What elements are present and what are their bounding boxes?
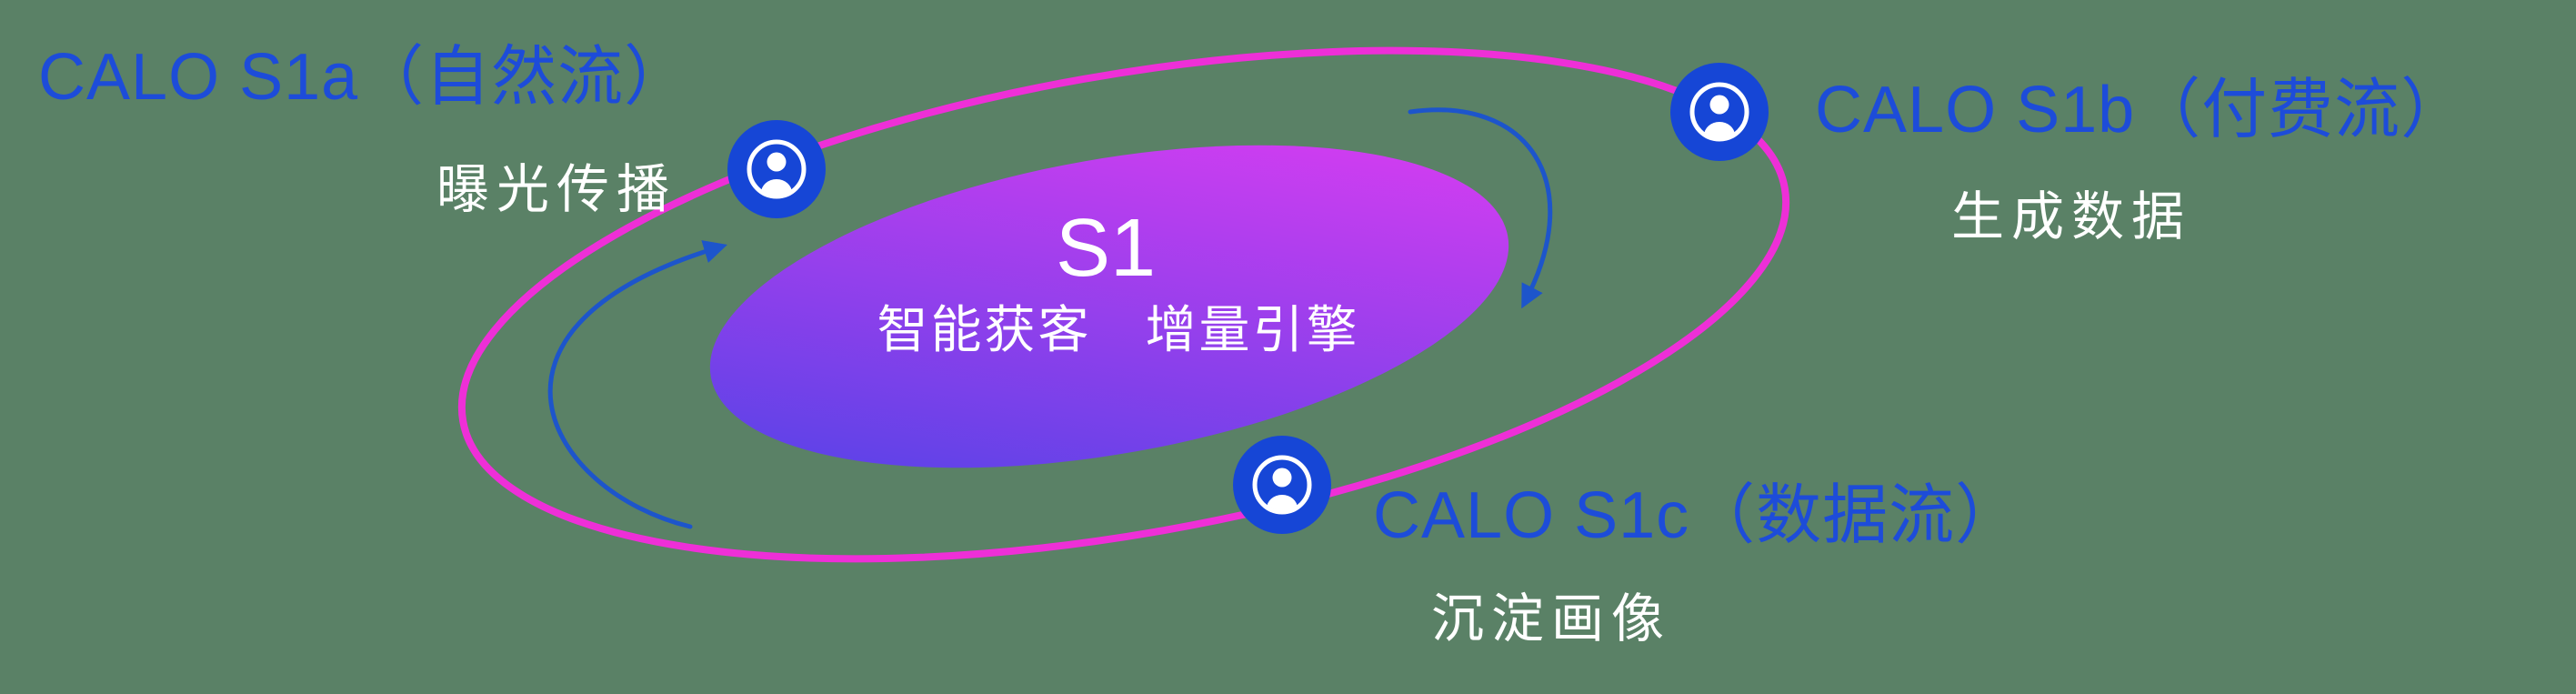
node-title-s1c: CALO S1c（数据流） <box>1373 479 2022 552</box>
core-subtitle: 智能获客 增量引擎 <box>877 301 1360 358</box>
person-icon <box>1233 436 1331 534</box>
person-icon <box>727 120 826 218</box>
node-title-s1b: CALO S1b（付费流） <box>1815 74 2468 146</box>
node-subtitle-s1a: 曝光传播 <box>436 160 677 219</box>
orbit-ellipse <box>457 46 1790 563</box>
node-icon-s1a <box>727 120 826 218</box>
node-icon-s1c <box>1233 436 1331 534</box>
person-icon <box>1670 63 1769 161</box>
flow-arrow-right <box>1408 107 1553 309</box>
core-ellipse <box>709 145 1509 468</box>
core-title: S1 <box>1055 203 1157 294</box>
flow-arrow-left <box>547 240 727 529</box>
node-subtitle-s1c: 沉淀画像 <box>1431 589 1672 649</box>
node-subtitle-s1b: 生成数据 <box>1951 187 2192 246</box>
node-icon-s1b <box>1670 63 1769 161</box>
node-title-s1a: CALO S1a（自然流） <box>38 41 691 114</box>
